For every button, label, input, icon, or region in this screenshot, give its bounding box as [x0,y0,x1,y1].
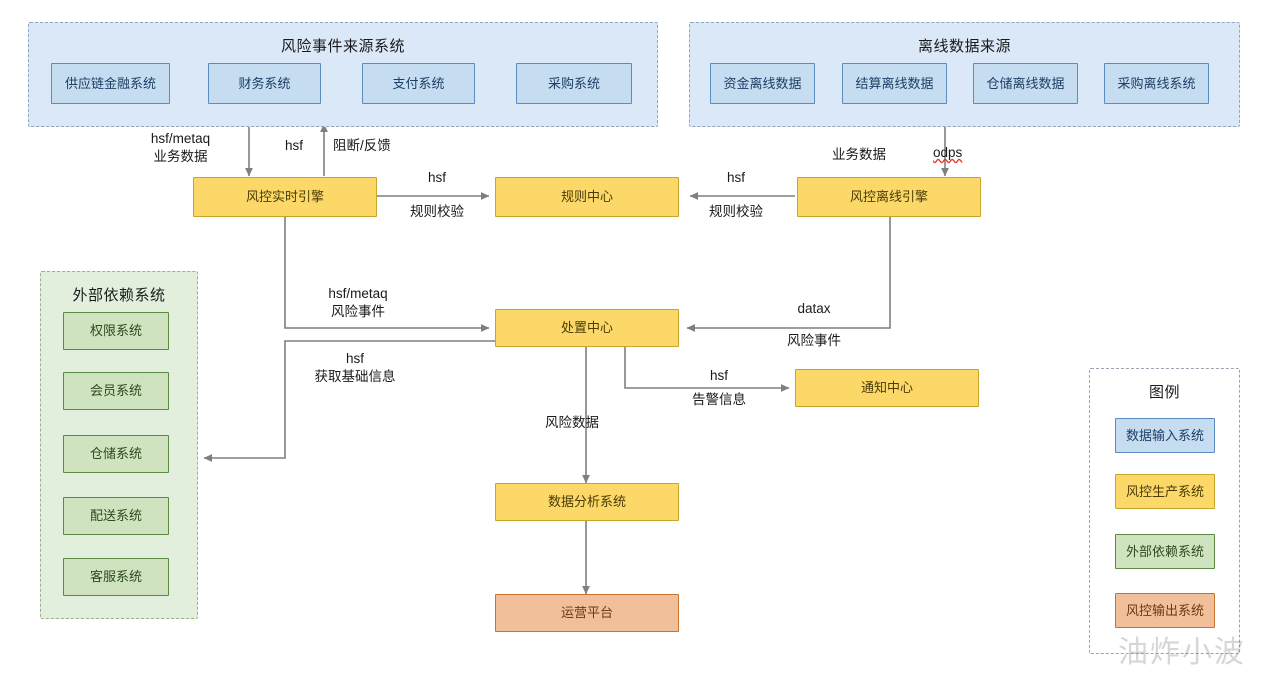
edge-label-block-feedback: 阻断/反馈 [333,137,391,155]
legend-item-label: 外部依赖系统 [1125,543,1204,559]
node-procurement-system[interactable]: 采购系统 [516,63,632,104]
edge-label-line2: 告警信息 [692,392,746,408]
edge-label-line1: hsf/metaq [150,131,211,146]
edge-label-line2: 风险事件 [787,333,841,349]
group-offline-data-source-title: 离线数据来源 [917,38,1011,55]
node-realtime-engine[interactable]: 风控实时引擎 [193,177,377,217]
node-finance-system[interactable]: 财务系统 [208,63,321,104]
node-label: 支付系统 [392,75,445,91]
node-label: 风控实时引擎 [245,189,324,205]
node-label: 数据分析系统 [547,494,626,510]
node-label: 风控离线引擎 [849,189,928,205]
node-fund-offline-data[interactable]: 资金离线数据 [710,63,815,104]
node-disposal-center[interactable]: 处置中心 [495,309,679,347]
node-label: 权限系统 [89,323,142,339]
node-offline-engine[interactable]: 风控离线引擎 [797,177,981,217]
node-procurement-offline-system[interactable]: 采购离线系统 [1104,63,1209,104]
edge-label-line1: 业务数据 [832,147,886,162]
node-label: 通知中心 [860,380,913,396]
edge-label-disposal-to-analysis: 风险数据 [545,414,599,432]
edge-label-offline-to-rule: hsf 规则校验 [692,169,780,221]
edge-label-source-to-realtime: hsf/metaq 业务数据 [118,130,243,166]
node-label: 运营平台 [560,605,613,621]
edge-label-line1: 阻断/反馈 [333,138,391,153]
edge-label-disposal-to-external: hsf 获取基础信息 [292,350,418,386]
node-label: 采购系统 [547,75,600,91]
edge-label-line2: 业务数据 [153,149,208,165]
node-customer-service-system[interactable]: 客服系统 [63,558,169,596]
legend-item-risk-output-system: 风控输出系统 [1115,593,1215,628]
edge-label-offline-to-disposal: datax 风险事件 [762,300,866,350]
edge-label-line1: hsf [726,170,745,185]
node-label: 结算离线数据 [855,75,934,91]
node-label: 规则中心 [560,189,613,205]
edge-label-realtime-proto: hsf [285,137,303,155]
edge-label-line2: 获取基础信息 [314,369,396,385]
edge-label-realtime-to-disposal: hsf/metaq 风险事件 [293,285,423,321]
edge-label-line1: hsf [285,138,304,153]
node-permission-system[interactable]: 权限系统 [63,312,169,350]
node-warehouse-system[interactable]: 仓储系统 [63,435,169,473]
edge-label-line1: 风险数据 [545,415,599,430]
edge-label-line1: odps [933,145,963,160]
edge-label-line1: datax [797,301,831,316]
node-warehouse-offline-data[interactable]: 仓储离线数据 [973,63,1078,104]
edge-label-line1: hsf [345,351,364,366]
edge-label-line1: hsf/metaq [328,286,388,301]
node-label: 资金离线数据 [723,75,802,91]
node-payment-system[interactable]: 支付系统 [362,63,475,104]
node-settlement-offline-data[interactable]: 结算离线数据 [842,63,947,104]
legend-item-label: 数据输入系统 [1125,427,1204,443]
node-supply-chain-finance[interactable]: 供应链金融系统 [51,63,170,104]
node-label: 仓储系统 [89,446,142,462]
node-label: 仓储离线数据 [986,75,1065,91]
group-risk-event-source-title: 风险事件来源系统 [280,38,405,55]
node-data-analysis-system[interactable]: 数据分析系统 [495,483,679,521]
edge-label-line1: hsf [709,368,728,383]
legend-item-data-input-system: 数据输入系统 [1115,418,1215,453]
node-rule-center[interactable]: 规则中心 [495,177,679,217]
node-label: 供应链金融系统 [64,75,156,91]
node-label: 处置中心 [560,320,613,336]
edge-label-line2: 规则校验 [410,204,464,220]
node-delivery-system[interactable]: 配送系统 [63,497,169,535]
edge-label-offline-business-data: 业务数据 [832,146,886,164]
node-label: 客服系统 [89,569,142,585]
legend-item-label: 风控生产系统 [1125,483,1204,499]
watermark: 油炸小波 [1118,636,1246,669]
node-label: 采购离线系统 [1117,75,1196,91]
legend-title: 图例 [1148,384,1180,401]
node-label: 财务系统 [238,75,291,91]
group-external-dependency-title: 外部依赖系统 [72,287,166,304]
legend-item-risk-production-system: 风控生产系统 [1115,474,1215,509]
edge-label-line1: hsf [427,170,446,185]
node-member-system[interactable]: 会员系统 [63,372,169,410]
node-notification-center[interactable]: 通知中心 [795,369,979,407]
node-label: 配送系统 [89,508,142,524]
legend-item-label: 风控输出系统 [1125,602,1204,618]
node-label: 会员系统 [89,383,142,399]
edge-label-realtime-to-rule: hsf 规则校验 [393,169,481,221]
edge-label-line2: 规则校验 [709,204,763,220]
edge-label-disposal-to-notification: hsf 告警信息 [672,367,766,409]
edge-label-odps: odps [933,144,962,162]
node-operation-platform[interactable]: 运营平台 [495,594,679,632]
edge-label-line2: 风险事件 [331,304,385,320]
legend-item-external-dependency-system: 外部依赖系统 [1115,534,1215,569]
